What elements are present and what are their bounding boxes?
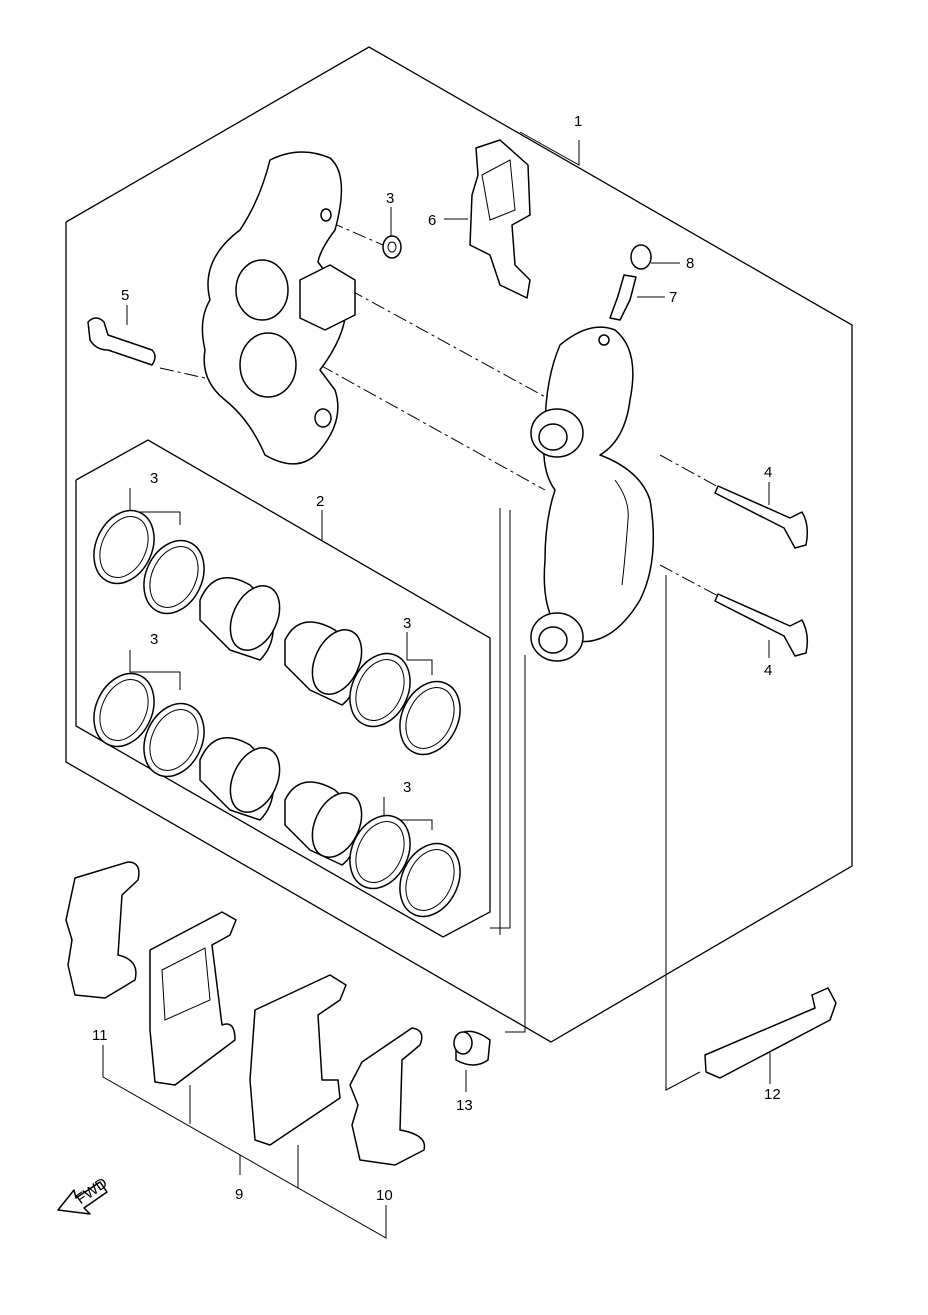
seal-top <box>382 235 402 259</box>
brake-pad-a <box>149 911 237 1086</box>
piston-kit-parts <box>93 509 461 918</box>
leader-lines <box>102 131 771 1239</box>
callout-1: 1 <box>574 113 582 130</box>
bleeder-cap <box>630 244 652 270</box>
callout-3-seal-c: 3 <box>403 615 411 632</box>
caliper-half-right <box>530 326 655 662</box>
callout-7: 7 <box>669 289 677 306</box>
callout-8: 8 <box>686 255 694 272</box>
pad-spring <box>469 139 531 299</box>
callout-3-top: 3 <box>386 190 394 207</box>
piston-kit-outline <box>75 439 491 938</box>
shim-10 <box>349 1027 426 1166</box>
assembly-axis-lines <box>159 221 721 598</box>
bolt-5 <box>87 317 156 366</box>
shim-11 <box>65 861 140 999</box>
callout-labels: 1 2 3 3 3 3 3 4 4 5 6 7 8 9 10 11 12 13 <box>92 113 781 1204</box>
callout-3-seal-b: 3 <box>150 631 158 648</box>
callout-6: 6 <box>428 212 436 229</box>
callout-2: 2 <box>316 493 324 510</box>
callout-4-upper: 4 <box>764 464 772 481</box>
callout-4-lower: 4 <box>764 662 772 679</box>
caliper-half-left <box>201 151 356 465</box>
callout-3-seal-a: 3 <box>150 470 158 487</box>
callout-3-seal-d: 3 <box>403 779 411 796</box>
callout-11: 11 <box>92 1027 108 1044</box>
callout-12: 12 <box>764 1086 781 1103</box>
callout-9: 9 <box>235 1186 243 1203</box>
pin-4-upper <box>714 485 809 549</box>
pin-4-lower <box>714 593 809 657</box>
callout-13: 13 <box>456 1097 473 1114</box>
bolt-12 <box>704 987 837 1079</box>
brake-pad-b <box>249 974 347 1146</box>
bleeder-valve <box>609 274 637 321</box>
bushing-13 <box>453 1030 491 1066</box>
callout-10: 10 <box>376 1187 393 1204</box>
caliper-assembly-outline <box>65 46 853 1043</box>
fwd-arrow-icon: FWD <box>57 1174 111 1215</box>
callout-5: 5 <box>121 287 129 304</box>
